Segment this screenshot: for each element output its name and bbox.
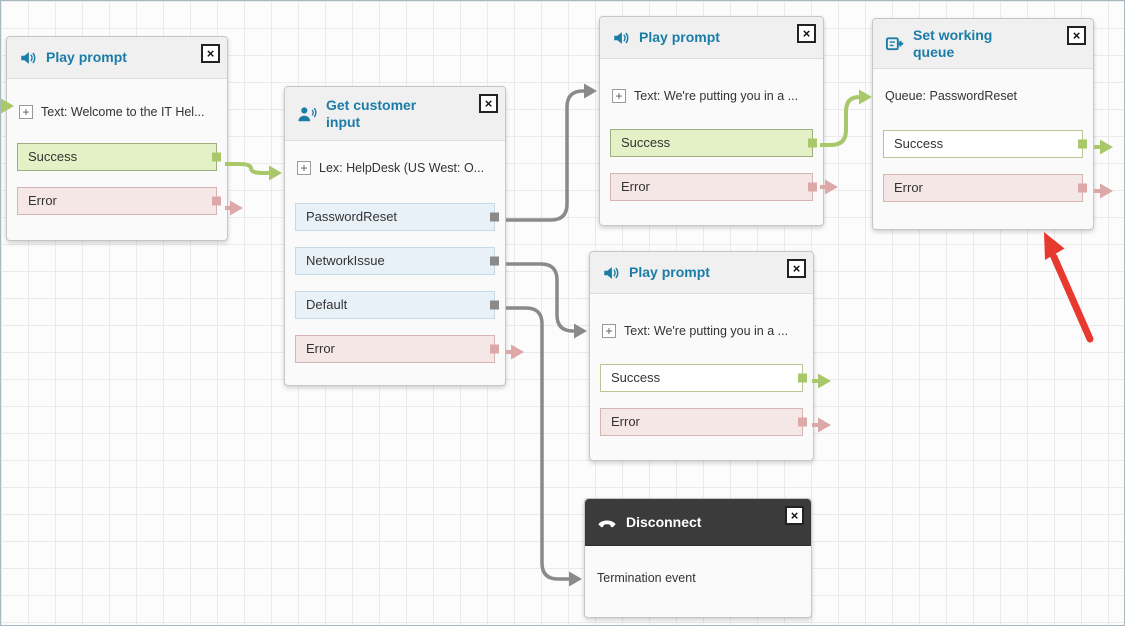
block-parameter[interactable]: Queue: PasswordReset: [885, 89, 1081, 103]
speaker-icon: [21, 51, 36, 64]
output-error[interactable]: Error: [600, 408, 803, 436]
block-title: Play prompt: [46, 49, 127, 66]
flow-block-play-prompt-1[interactable]: Play prompt × + Text: Welcome to the IT …: [6, 36, 228, 241]
output-passwordreset[interactable]: PasswordReset: [295, 203, 495, 231]
block-header[interactable]: Get customer input: [285, 87, 505, 141]
block-header[interactable]: Play prompt: [600, 17, 823, 59]
output-label: Error: [621, 179, 650, 194]
block-parameter[interactable]: + Text: Welcome to the IT Hel...: [19, 105, 215, 119]
output-label: Error: [28, 193, 57, 208]
expand-icon[interactable]: +: [19, 105, 33, 119]
output-label: PasswordReset: [306, 209, 398, 224]
block-title: Play prompt: [629, 264, 710, 281]
disconnect-icon: [598, 520, 616, 528]
connector-networkissue[interactable]: [506, 262, 587, 339]
expand-icon[interactable]: +: [602, 324, 616, 338]
output-label: Error: [611, 414, 640, 429]
flow-block-play-prompt-3[interactable]: Play prompt × + Text: We're putting you …: [589, 251, 814, 461]
output-error[interactable]: Error: [883, 174, 1083, 202]
connector-success-to-queue[interactable]: [820, 89, 872, 147]
output-error[interactable]: Error: [610, 173, 813, 201]
close-icon[interactable]: ×: [479, 94, 498, 113]
parameter-text: Text: Welcome to the IT Hel...: [41, 105, 205, 119]
expand-icon[interactable]: +: [612, 89, 626, 103]
output-label: Error: [894, 180, 923, 195]
block-parameter[interactable]: Termination event: [597, 571, 799, 585]
parameter-text: Text: We're putting you in a ...: [634, 89, 799, 103]
flow-block-disconnect[interactable]: Disconnect × Termination event: [584, 498, 812, 618]
block-parameter[interactable]: + Lex: HelpDesk (US West: O...: [297, 161, 493, 175]
output-success[interactable]: Success: [600, 364, 803, 392]
block-title: Play prompt: [639, 29, 720, 46]
annotation-arrow: [1044, 232, 1094, 343]
output-success[interactable]: Success: [610, 129, 813, 157]
block-title: Get customer input: [326, 96, 417, 130]
output-success[interactable]: Success: [883, 130, 1083, 158]
block-header[interactable]: Disconnect: [585, 499, 811, 546]
close-icon[interactable]: ×: [787, 259, 806, 278]
block-header[interactable]: Set working queue: [873, 19, 1093, 69]
connector-success-to-get-input[interactable]: [225, 162, 282, 181]
output-success[interactable]: Success: [17, 143, 217, 171]
block-title: Disconnect: [626, 513, 702, 530]
parameter-text: Termination event: [597, 571, 696, 585]
parameter-text: Text: We're putting you in a ...: [624, 324, 789, 338]
output-label: Success: [621, 135, 671, 150]
output-error[interactable]: Error: [295, 335, 495, 363]
flow-block-get-customer-input[interactable]: Get customer input × + Lex: HelpDesk (US…: [284, 86, 506, 386]
block-header[interactable]: Play prompt: [590, 252, 813, 294]
connector-default[interactable]: [506, 306, 582, 587]
close-icon[interactable]: ×: [1067, 26, 1086, 45]
speaker-icon: [614, 31, 629, 44]
close-icon[interactable]: ×: [785, 506, 804, 525]
block-parameter[interactable]: + Text: We're putting you in a ...: [612, 89, 811, 103]
block-parameter[interactable]: + Text: We're putting you in a ...: [602, 324, 801, 338]
close-icon[interactable]: ×: [797, 24, 816, 43]
parameter-text: Queue: PasswordReset: [885, 89, 1018, 103]
output-label: Success: [28, 149, 78, 164]
output-default[interactable]: Default: [295, 291, 495, 319]
customer-input-icon: [298, 106, 317, 121]
parameter-text: Lex: HelpDesk (US West: O...: [319, 161, 485, 175]
output-networkissue[interactable]: NetworkIssue: [295, 247, 495, 275]
output-label: Error: [306, 341, 335, 356]
output-label: Success: [611, 370, 661, 385]
flow-block-set-working-queue[interactable]: Set working queue × Queue: PasswordReset…: [872, 18, 1094, 230]
block-title: Set working queue: [913, 26, 993, 60]
output-label: Success: [894, 136, 944, 151]
queue-icon: [885, 37, 904, 51]
close-icon[interactable]: ×: [201, 44, 220, 63]
output-label: NetworkIssue: [306, 253, 385, 268]
connector-passwordreset[interactable]: [506, 83, 597, 222]
output-label: Default: [306, 297, 348, 312]
block-header[interactable]: Play prompt: [7, 37, 227, 79]
output-error[interactable]: Error: [17, 187, 217, 215]
expand-icon[interactable]: +: [297, 161, 311, 175]
speaker-icon: [604, 266, 619, 279]
flow-block-play-prompt-2[interactable]: Play prompt × + Text: We're putting you …: [599, 16, 824, 226]
